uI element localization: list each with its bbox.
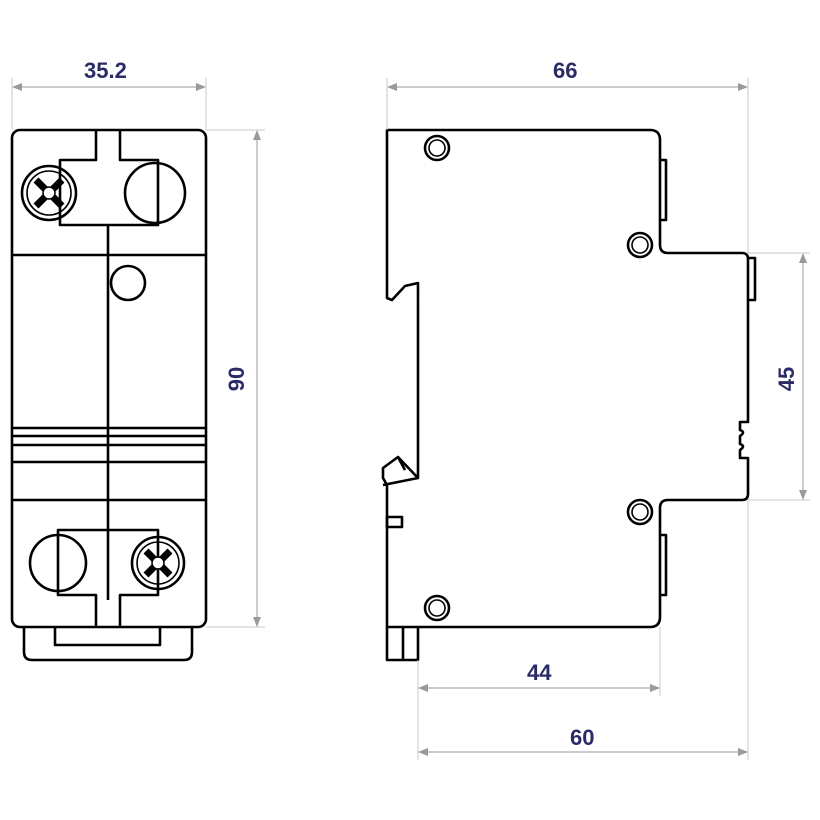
dim-front-height: 90 xyxy=(224,366,250,392)
dim-rail-height: 45 xyxy=(774,366,800,392)
dim-depth-to-rail: 60 xyxy=(570,725,595,750)
terminal-hole-bottom xyxy=(28,533,88,593)
dim-body-depth: 44 xyxy=(527,660,552,685)
dimension-lines xyxy=(11,78,810,760)
screw-terminal-bottom xyxy=(130,535,186,591)
terminal-hole-top xyxy=(123,161,187,225)
front-view xyxy=(10,128,208,662)
screw-terminal-top xyxy=(20,164,78,222)
dim-front-width: 35.2 xyxy=(84,58,127,83)
toggle-stripes xyxy=(12,426,206,464)
side-view xyxy=(381,128,757,662)
mounting-screws xyxy=(423,134,654,622)
indicator-window xyxy=(109,264,147,302)
dim-side-depth-total: 66 xyxy=(553,58,578,83)
